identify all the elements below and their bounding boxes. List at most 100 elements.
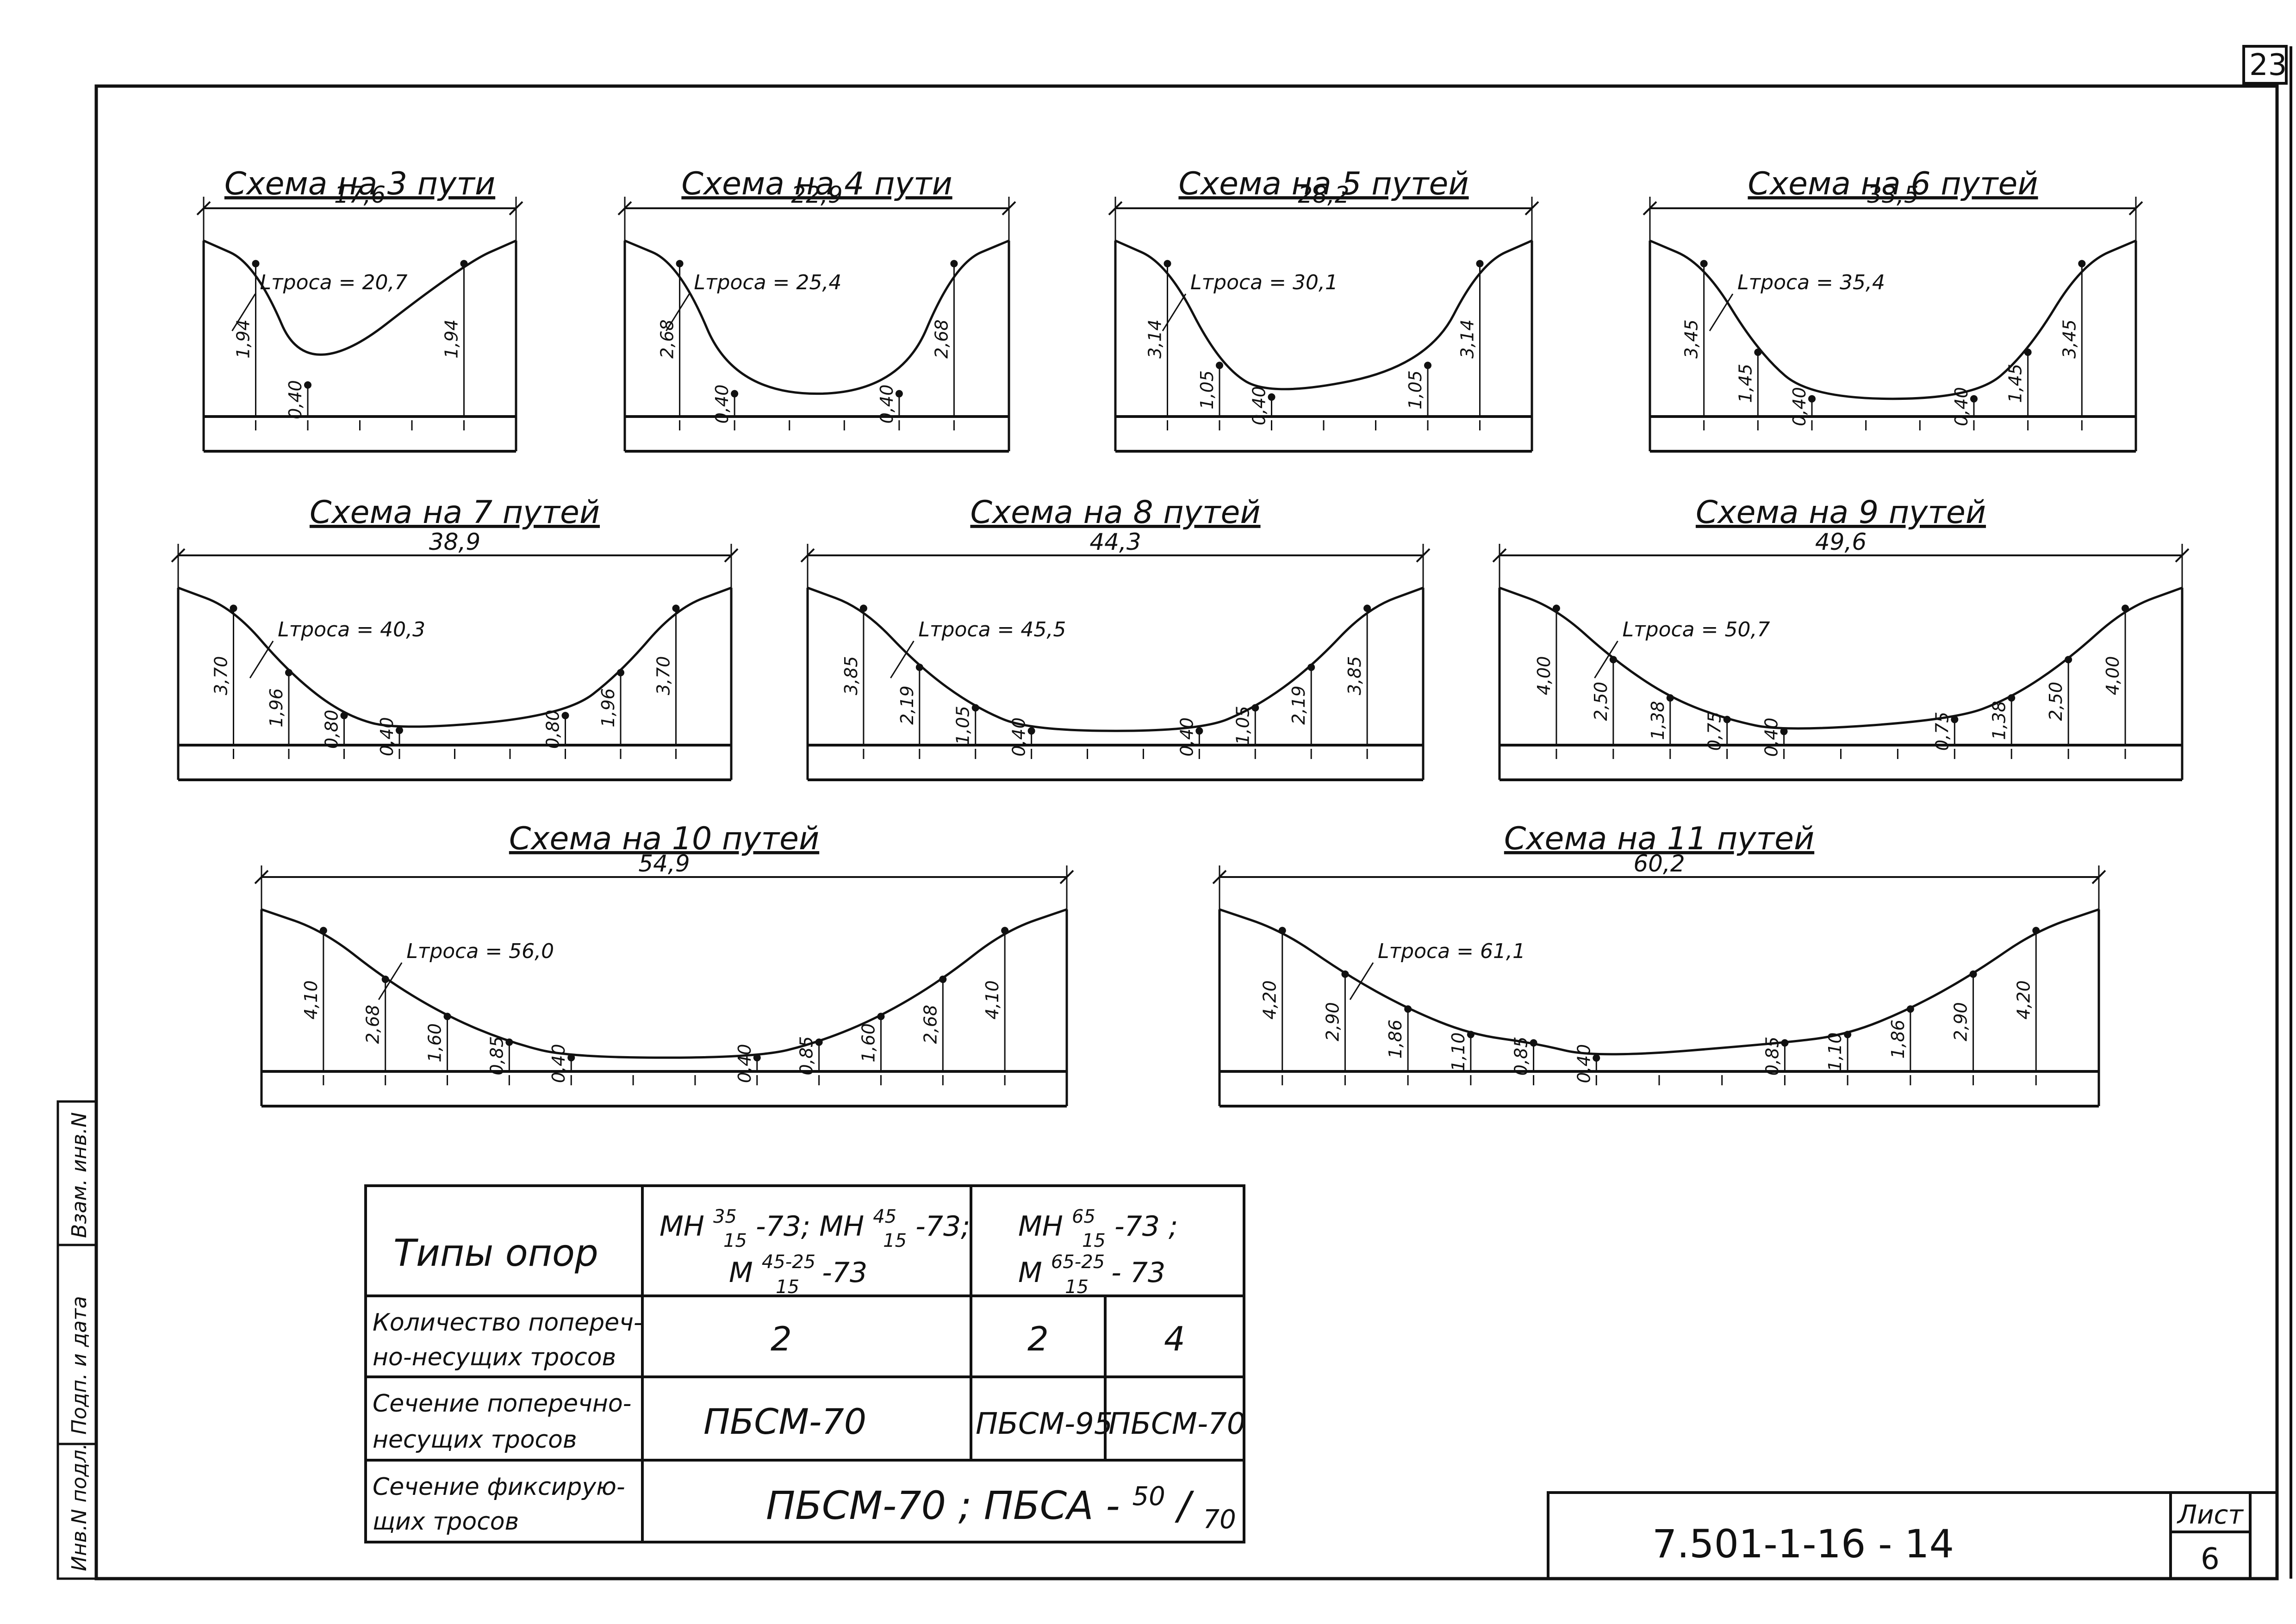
title-block: [1547, 1491, 2277, 1579]
sag-value: 1,05: [1405, 370, 1425, 410]
cable-node: [285, 669, 292, 677]
cable-node: [1552, 604, 1560, 612]
sag-value: 3,85: [1344, 656, 1365, 696]
sag-value: 1,05: [953, 706, 973, 745]
sheet-label: Лист: [2177, 1500, 2244, 1530]
sag-value: 2,68: [920, 1005, 940, 1044]
cable-node: [2078, 260, 2086, 268]
span-value: 28,2: [1298, 181, 1349, 208]
sag-value: 1,60: [858, 1023, 878, 1063]
sag-value: 0,80: [322, 709, 342, 749]
dimension-tick: [2175, 548, 2190, 563]
cable-node: [2024, 348, 2032, 356]
sag-value: 2,90: [1951, 1002, 1971, 1041]
sag-value: 0,40: [377, 717, 397, 756]
sag-value: 2,50: [1591, 682, 1611, 721]
scheme-title: Схема на 3 пути: [224, 166, 495, 202]
sag-value: 1,10: [1825, 1033, 1845, 1072]
scheme-title: Схема на 10 путей: [509, 821, 819, 857]
sag-value: 0,40: [1761, 718, 1782, 757]
cable-node: [1363, 604, 1371, 612]
cable-node: [877, 1013, 885, 1020]
row-section-label-2: несущих тросов: [373, 1426, 577, 1454]
dimension-tick: [617, 201, 632, 216]
cable-curve: [178, 586, 732, 728]
leader-line: [249, 641, 274, 678]
sag-value: 1,45: [2005, 364, 2026, 403]
cable-node: [1195, 727, 1203, 735]
sag-value: 0,75: [1932, 712, 1952, 751]
cable-node: [915, 663, 923, 671]
count-col-a: 2: [771, 1319, 792, 1358]
span-value: 17,6: [334, 181, 386, 208]
cable-node: [731, 390, 739, 398]
sag-value: 1,94: [442, 319, 462, 359]
scheme-title: Схема на 8 путей: [970, 494, 1260, 531]
leader-line: [231, 293, 256, 331]
cable-node: [1754, 348, 1762, 356]
sag-value: 4,20: [1260, 980, 1280, 1020]
cable-node: [1844, 1031, 1852, 1039]
cable-length: Lтроса = 56,0: [406, 940, 554, 963]
cable-node: [2122, 604, 2129, 612]
sheet-value: 6: [2201, 1542, 2220, 1576]
cable-node: [1780, 728, 1788, 735]
dimension-tick: [1108, 201, 1123, 216]
cable-node: [1723, 716, 1731, 723]
dimension-tick: [2128, 201, 2143, 216]
sag-value: 0,85: [486, 1036, 507, 1076]
sag-value: 1,96: [266, 688, 286, 728]
row-fix-label-2: щих тросов: [373, 1508, 519, 1536]
leader-line: [1349, 962, 1374, 1000]
sag-value: 3,85: [841, 656, 861, 696]
sag-value: 4,00: [2103, 656, 2123, 696]
cable-node: [676, 260, 684, 268]
cable-node: [1530, 1039, 1537, 1047]
count-col-b1: 2: [1027, 1319, 1049, 1358]
dimension-tick: [1643, 201, 1657, 216]
side-stamp: Инв.N подл. Подп. и дата Взам. инв.N: [56, 1100, 98, 1580]
dimension-tick: [1002, 201, 1016, 216]
cable-node: [895, 390, 903, 398]
dimension-tick: [724, 548, 739, 563]
cable-node: [460, 260, 468, 268]
cable-node: [815, 1038, 823, 1046]
cable-node: [230, 604, 237, 612]
cable-curve: [1499, 586, 2183, 730]
cable-node: [443, 1013, 451, 1020]
sag-value: 2,19: [897, 685, 917, 725]
dimension-tick: [509, 201, 523, 216]
cable-node: [1278, 927, 1286, 934]
sag-value: 0,40: [1574, 1044, 1594, 1083]
types-col-a-line1: МН 35 15 -73; МН 45 15 -73;: [660, 1197, 970, 1254]
sag-value: 4,20: [2013, 980, 2034, 1020]
cable-curve: [1114, 239, 1533, 391]
cable-node: [939, 976, 947, 983]
dimension-tick: [1492, 548, 1507, 563]
dimension-tick: [2091, 870, 2106, 884]
sag-value: 1,86: [1888, 1020, 1908, 1059]
types-col-b-line1: МН 65 15 -73 ;: [1018, 1197, 1178, 1254]
cable-node: [252, 260, 260, 268]
sag-value: 1,05: [1232, 706, 1253, 745]
sag-value: 0,85: [1511, 1037, 1531, 1076]
cable-curve: [1219, 908, 2099, 1056]
row-section-label-1: Сечение поперечно-: [373, 1390, 631, 1418]
row-fix-label-1: Сечение фиксирую-: [373, 1473, 625, 1501]
sag-value: 2,90: [1322, 1002, 1343, 1041]
dimension-tick: [1059, 870, 1074, 884]
span-value: 54,9: [638, 850, 690, 877]
sag-value: 3,70: [211, 656, 231, 696]
cable-node: [1666, 694, 1674, 702]
sag-value: 1,94: [233, 319, 254, 359]
scheme-title: Схема на 7 путей: [310, 494, 600, 531]
cable-node: [2008, 694, 2016, 702]
cable-node: [1969, 970, 1977, 978]
sag-value: 2,50: [2046, 682, 2066, 721]
leader-line: [666, 293, 690, 331]
